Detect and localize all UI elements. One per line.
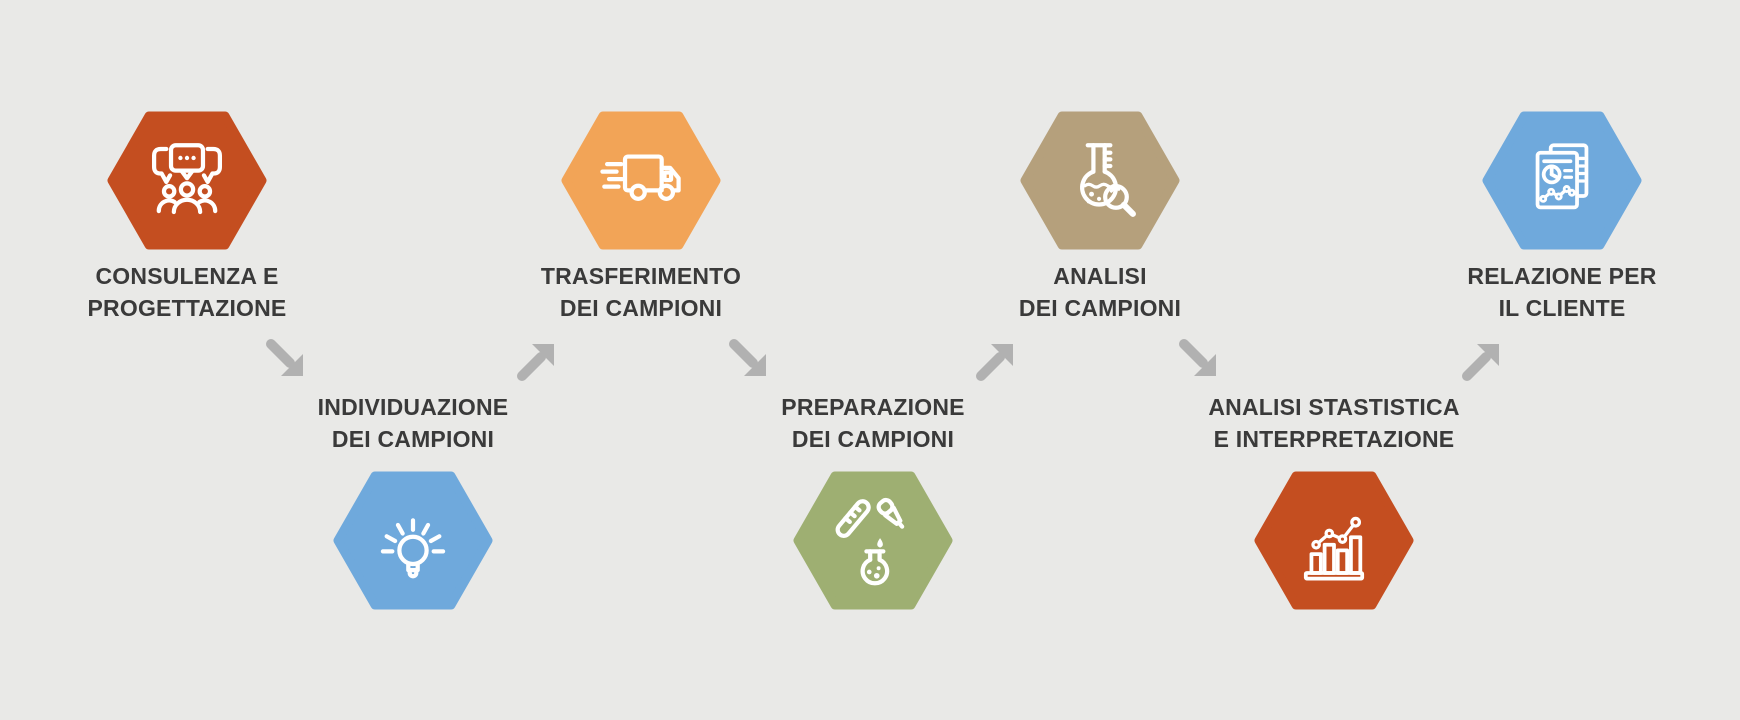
delivery-truck-icon (600, 153, 681, 201)
label-line: PREPARAZIONE (781, 394, 965, 420)
step-label-preparazione: PREPARAZIONE DEI CAMPIONI (781, 391, 964, 455)
step-individuazione-campioni: INDIVIDUAZIONE DEI CAMPIONI (253, 391, 573, 610)
hexagon-analisi (1020, 111, 1180, 250)
step-label-analisi-statistica: ANALISI STASTISTICA E INTERPRETAZIONE (1208, 391, 1459, 455)
hexagon-preparazione (793, 471, 953, 610)
step-label-relazione: RELAZIONE PER IL CLIENTE (1467, 260, 1656, 324)
label-line: E INTERPRETAZIONE (1213, 426, 1455, 452)
step-label-trasferimento: TRASFERIMENTO DEI CAMPIONI (541, 260, 741, 324)
arrow-down-right-icon (1177, 337, 1223, 383)
arrow-down-right-icon (727, 337, 773, 383)
label-line: PROGETTAZIONE (87, 295, 287, 321)
hexagon-shape (1020, 111, 1180, 250)
arrow-up-right-icon (515, 337, 561, 383)
label-line: RELAZIONE PER (1467, 263, 1657, 289)
label-line: DEI CAMPIONI (791, 426, 955, 452)
lightbulb-icon (380, 517, 446, 578)
hexagon-shape (333, 471, 493, 610)
label-line: CONSULENZA E (95, 263, 279, 289)
label-line: DEI CAMPIONI (331, 426, 495, 452)
step-relazione-cliente: RELAZIONE PER IL CLIENTE (1402, 111, 1722, 324)
step-label-individuazione: INDIVIDUAZIONE DEI CAMPIONI (318, 391, 509, 455)
hexagon-trasferimento (561, 111, 721, 250)
chat-people-icon (151, 142, 223, 214)
label-line: IL CLIENTE (1498, 295, 1626, 321)
label-line: INDIVIDUAZIONE (317, 394, 509, 420)
arrow-up-right-icon (1460, 337, 1506, 383)
step-label-consulenza: CONSULENZA E PROGETTAZIONE (88, 260, 287, 324)
flask-magnifier-icon (1080, 142, 1136, 217)
label-line: TRASFERIMENTO (540, 263, 742, 289)
hexagon-shape (107, 111, 267, 250)
label-line: DEI CAMPIONI (1018, 295, 1182, 321)
hexagon-shape (793, 471, 953, 610)
step-preparazione-campioni: PREPARAZIONE DEI CAMPIONI (713, 391, 1033, 610)
label-line: DEI CAMPIONI (559, 295, 723, 321)
bar-chart-icon (1303, 516, 1365, 580)
step-label-analisi: ANALISI DEI CAMPIONI (1019, 260, 1181, 324)
step-analisi-campioni: ANALISI DEI CAMPIONI (940, 111, 1260, 324)
report-icon (1535, 142, 1589, 209)
hexagon-consulenza (107, 111, 267, 250)
hexagon-relazione (1482, 111, 1642, 250)
step-analisi-statistica-interpretazione: ANALISI STASTISTICA E INTERPRETAZIONE (1174, 391, 1494, 610)
label-line: ANALISI STASTISTICA (1208, 394, 1460, 420)
hexagon-shape (561, 111, 721, 250)
hexagon-statistica (1254, 471, 1414, 610)
hexagon-shape (1254, 471, 1414, 610)
hexagon-individuazione (333, 471, 493, 610)
sample-prep-icon (835, 497, 905, 585)
step-trasferimento-campioni: TRASFERIMENTO DEI CAMPIONI (481, 111, 801, 324)
label-line: ANALISI (1053, 263, 1147, 289)
arrow-down-right-icon (264, 337, 310, 383)
arrow-up-right-icon (974, 337, 1020, 383)
step-consulenza-e-progettazione: CONSULENZA E PROGETTAZIONE (27, 111, 347, 324)
